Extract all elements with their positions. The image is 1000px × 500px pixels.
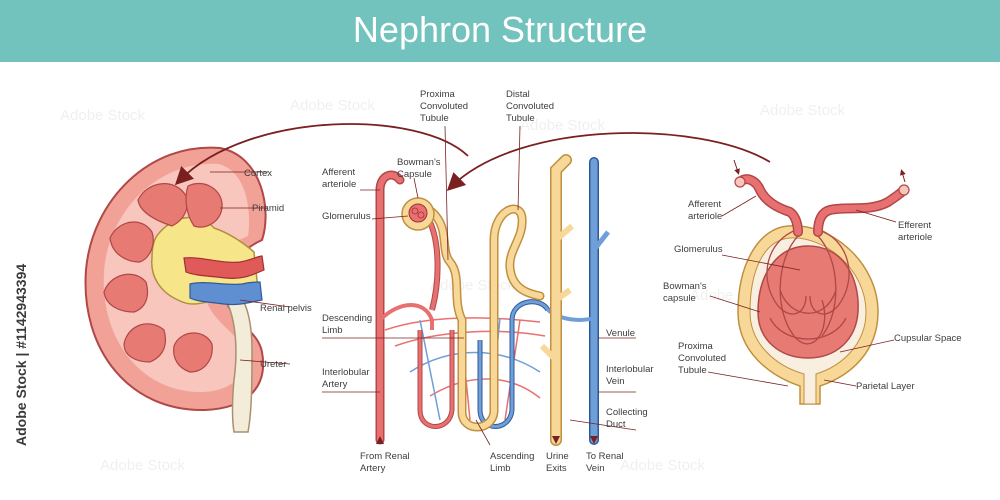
capsular-space-label: Cupsular Space <box>894 333 962 344</box>
piramid-label: Piramid <box>252 203 284 214</box>
ureter-shape <box>224 295 253 433</box>
glomerulus-detail <box>707 159 910 405</box>
kidney-arrow <box>174 123 469 186</box>
to-renal-label-1: To Renal <box>586 451 624 462</box>
detail-efferent-label-2: arteriole <box>898 232 932 243</box>
kidney <box>84 146 291 433</box>
ureter-label: Ureter <box>260 359 286 370</box>
collecting-label-1: Collecting <box>606 407 648 418</box>
venule-label: Venule <box>606 328 635 339</box>
ascending-label-1: Ascending <box>490 451 534 462</box>
interlobular-vein-label-2: Vein <box>606 376 625 387</box>
svg-text:Adobe Stock: Adobe Stock <box>430 277 516 294</box>
ascending-label-2: Limb <box>490 463 511 474</box>
interlobular-vein-label-1: Interlobular <box>606 364 654 375</box>
detail-bowmans-label-1: Bowman's <box>663 281 707 292</box>
nephron-afferent-label-1: Afferent <box>322 167 355 178</box>
svg-text:Adobe Stock: Adobe Stock <box>620 457 706 474</box>
header-bar <box>0 0 1000 62</box>
side-watermark-text: Adobe Stock | #1142943394 <box>13 264 29 446</box>
renal-vein <box>189 281 263 306</box>
urine-label-2: Exits <box>546 463 567 474</box>
nephron-glomerulus-label: Glomerulus <box>322 211 371 222</box>
detail-proximal-label-1: Proxima <box>678 341 714 352</box>
collecting-label-2: Duct <box>606 419 626 430</box>
distal-label-3: Tubule <box>506 113 535 124</box>
nephron-afferent-label-2: arteriole <box>322 179 356 190</box>
detail-glomerulus-label: Glomerulus <box>674 244 723 255</box>
svg-text:Adobe Stock: Adobe Stock <box>520 117 606 134</box>
distal-label-2: Convoluted <box>506 101 554 112</box>
distal-label-1: Distal <box>506 89 530 100</box>
svg-text:Adobe Stock: Adobe Stock <box>290 97 376 114</box>
svg-text:Adobe Stock: Adobe Stock <box>760 102 846 119</box>
nephron <box>322 125 637 446</box>
nephron-arrow <box>446 132 771 192</box>
svg-text:Adobe Stock: Adobe Stock <box>100 457 186 474</box>
detail-afferent-label-1: Afferent <box>688 199 721 210</box>
page-title: Nephron Structure <box>352 9 648 50</box>
proximal-label-1: Proxima <box>420 89 456 100</box>
from-renal-label-1: From Renal <box>360 451 410 462</box>
detail-afferent-label-2: arteriole <box>688 211 722 222</box>
svg-text:Adobe Stock | #1142943394: Adobe Stock | #1142943394 <box>13 264 29 446</box>
proximal-label-3: Tubule <box>420 113 449 124</box>
detail-proximal-label-2: Convoluted <box>678 353 726 364</box>
to-renal-label-2: Vein <box>586 463 605 474</box>
from-renal-label-2: Artery <box>360 463 386 474</box>
detail-proximal-label-3: Tubule <box>678 365 707 376</box>
descending-label-2: Limb <box>322 325 343 336</box>
urine-label-1: Urine <box>546 451 569 462</box>
svg-text:Adobe Stock: Adobe Stock <box>60 107 146 124</box>
glomerulus-shape <box>408 203 428 223</box>
nephron-bowmans-label-2: Capsule <box>397 169 432 180</box>
kidney-pyramids <box>103 182 223 373</box>
cortex-label: Cortex <box>244 168 272 179</box>
parietal-layer-label: Parietal Layer <box>856 381 915 392</box>
detail-bowmans-label-2: capsule <box>663 293 696 304</box>
interlobular-artery-label-2: Artery <box>322 379 348 390</box>
renal-pelvis-label: Renal pelvis <box>260 303 312 314</box>
nephron-bowmans-label-1: Bowman's <box>397 157 441 168</box>
detail-efferent-label-1: Efferent <box>898 220 931 231</box>
renal-artery <box>183 255 265 279</box>
nephron-diagram: Adobe Stock Adobe Stock Adobe Stock Adob… <box>60 89 962 474</box>
descending-label-1: Descending <box>322 313 372 324</box>
proximal-label-2: Convoluted <box>420 101 468 112</box>
interlobular-artery-label-1: Interlobular <box>322 367 370 378</box>
